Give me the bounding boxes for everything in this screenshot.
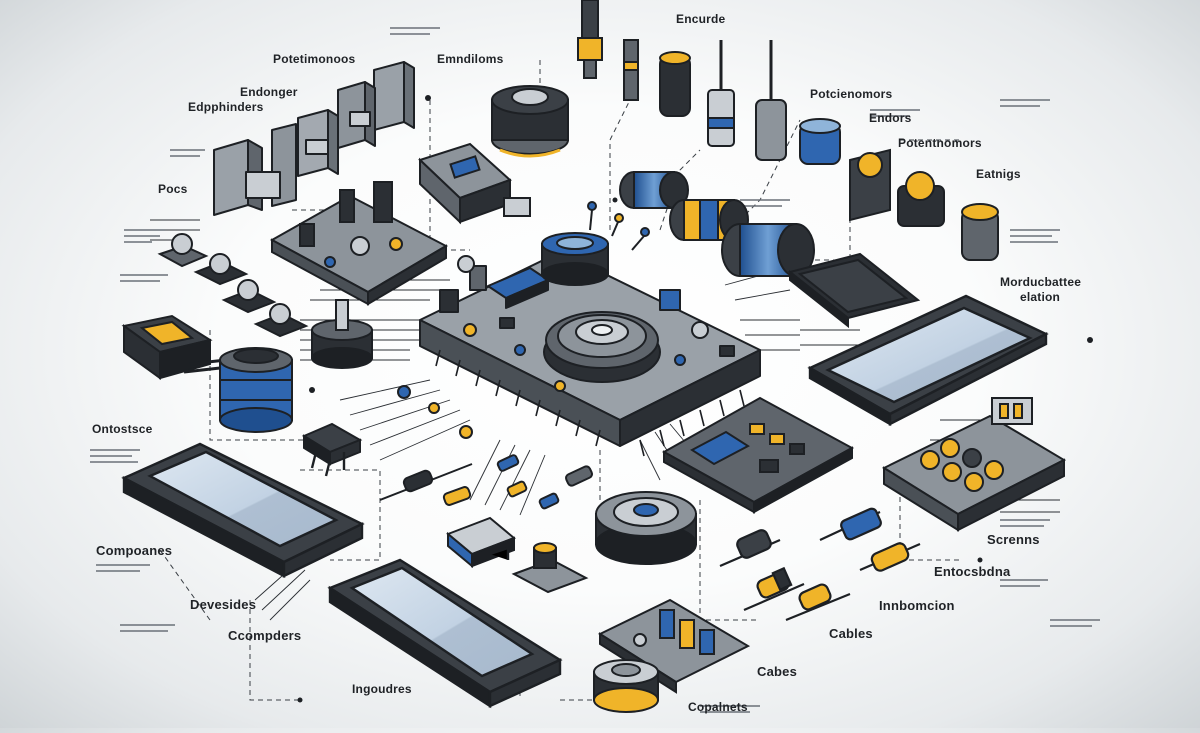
cable-connectors	[719, 507, 921, 622]
display-chip	[446, 516, 516, 569]
main-circuit-board	[419, 251, 761, 457]
smartphone-bottom	[327, 558, 563, 709]
top-dial	[541, 201, 650, 286]
small-potentiometers	[157, 233, 309, 338]
label-compoanes: Compoanes	[96, 543, 173, 558]
button-switch	[511, 542, 589, 594]
label-ingoudres: Ingoudres	[352, 682, 412, 696]
capacitor-stack	[219, 347, 293, 433]
cylinder-components	[799, 118, 999, 261]
bottom-knob	[593, 659, 659, 713]
tablet-device	[807, 294, 1049, 427]
caption-lines	[90, 27, 1100, 713]
label-edpphinders: Edpphinders	[188, 100, 264, 114]
vertical-connectors	[577, 0, 787, 161]
label-devesides: Devesides	[190, 597, 257, 612]
switch-module	[121, 314, 227, 380]
label-cables: Cables	[829, 626, 873, 641]
encoder-knob	[491, 85, 569, 158]
label-eatnigs: Eatnigs	[976, 167, 1021, 181]
resistors	[379, 385, 594, 510]
label-innbomcion: Innbomcion	[879, 598, 955, 613]
ic-chip	[301, 422, 363, 477]
rotary-cylinders	[619, 171, 815, 277]
label-endors: Endors	[869, 111, 912, 125]
label-screnns: Screnns	[987, 532, 1040, 547]
sensor-board-right	[661, 396, 855, 514]
label-ccompders: Ccompders	[228, 628, 302, 643]
label-encurde: Encurde	[676, 12, 726, 26]
label-ontostsce: Ontostsce	[92, 422, 153, 436]
smartphone-left	[121, 442, 365, 578]
rotary-knob	[311, 299, 373, 369]
label-entocsbdna: Entocsbdna	[934, 564, 1011, 579]
io-module	[881, 397, 1067, 532]
label-elation: elation	[1020, 290, 1061, 304]
speaker-disc	[595, 491, 697, 565]
enclosure-stack	[213, 61, 415, 216]
flat-chip	[787, 252, 921, 329]
label-potentnomors: Potentnomors	[898, 136, 982, 150]
usb-module	[418, 142, 531, 225]
label-copalnets: Copalnets	[688, 700, 748, 714]
label-morducbattee: Morducbattee	[1000, 275, 1082, 289]
label-endmiloms: Emndiloms	[437, 52, 504, 66]
label-potcienomors: Potcienomors	[810, 87, 893, 101]
label-cabes: Cabes	[757, 664, 798, 679]
label-pocs: Pocs	[158, 182, 188, 196]
sensor-board-left	[269, 181, 449, 306]
label-endonger: Endonger	[240, 85, 298, 99]
label-potentiomonos: Potetimonoos	[273, 52, 356, 66]
